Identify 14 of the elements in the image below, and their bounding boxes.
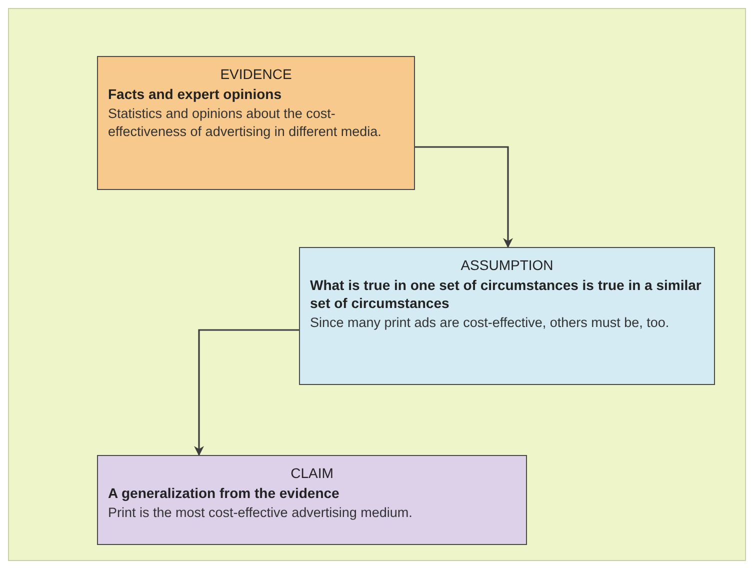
box-description: Statistics and opinions about the cost-effectiveness of advertising in different media. — [108, 105, 382, 141]
box-heading: EVIDENCE — [219, 65, 293, 83]
box-subheading: Facts and expert opinions — [108, 85, 282, 103]
arrow — [194, 329, 299, 456]
text-box — [97, 56, 415, 190]
box-heading: CLAIM — [290, 464, 334, 482]
text-box — [97, 455, 527, 545]
arrow — [415, 146, 513, 248]
box-description: Since many print ads are cost-effective, others must be, too. — [310, 314, 670, 332]
box-subheading: A generalization from the evidence — [108, 484, 340, 502]
text-box — [299, 247, 715, 385]
box-heading: ASSUMPTION — [460, 256, 554, 274]
box-description: Print is the most cost-effective advertising medium. — [108, 504, 414, 522]
box-subheading: What is true in one set of circumstances is true in a similar set of circumstances — [310, 276, 702, 312]
